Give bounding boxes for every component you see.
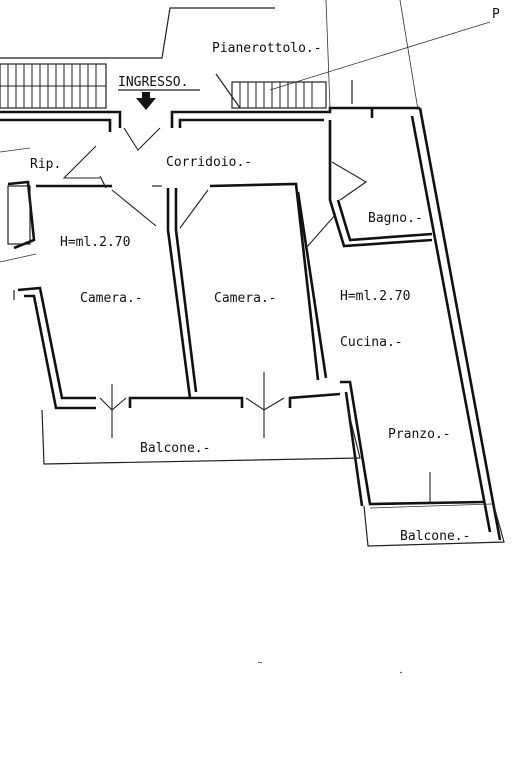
kitchen-label: Cucina.- (340, 335, 403, 350)
bedroom-2-label: Camera.- (214, 291, 277, 306)
storage-label: Rip. (30, 157, 61, 172)
storage-cabinet (0, 147, 37, 263)
balcony-front (41, 409, 361, 465)
walls (0, 106, 502, 541)
height-label-right: H=ml.2.70 (340, 289, 410, 304)
bedroom-1-label: Camera.- (80, 291, 143, 306)
entrance-label: INGRESSO. (118, 75, 188, 90)
balcony-front-label: Balcone.- (140, 441, 210, 456)
bathroom-label: Bagno.- (368, 211, 423, 226)
height-label-left: H=ml.2.70 (60, 235, 130, 250)
paper-marks (257, 661, 403, 674)
stair-left (0, 63, 107, 109)
doors (13, 80, 431, 504)
corridor-label: Corridoio.- (166, 155, 252, 170)
dining-label: Pranzo.- (388, 427, 451, 442)
entrance-arrow-icon (118, 89, 200, 110)
corner-mark-label: P (492, 7, 500, 22)
balcony-side-label: Balcone.- (400, 529, 470, 544)
landing-label: Pianerottolo.- (212, 41, 322, 56)
landing-outline (0, 0, 491, 111)
stair-right (215, 73, 327, 109)
balcony-side (363, 503, 505, 547)
